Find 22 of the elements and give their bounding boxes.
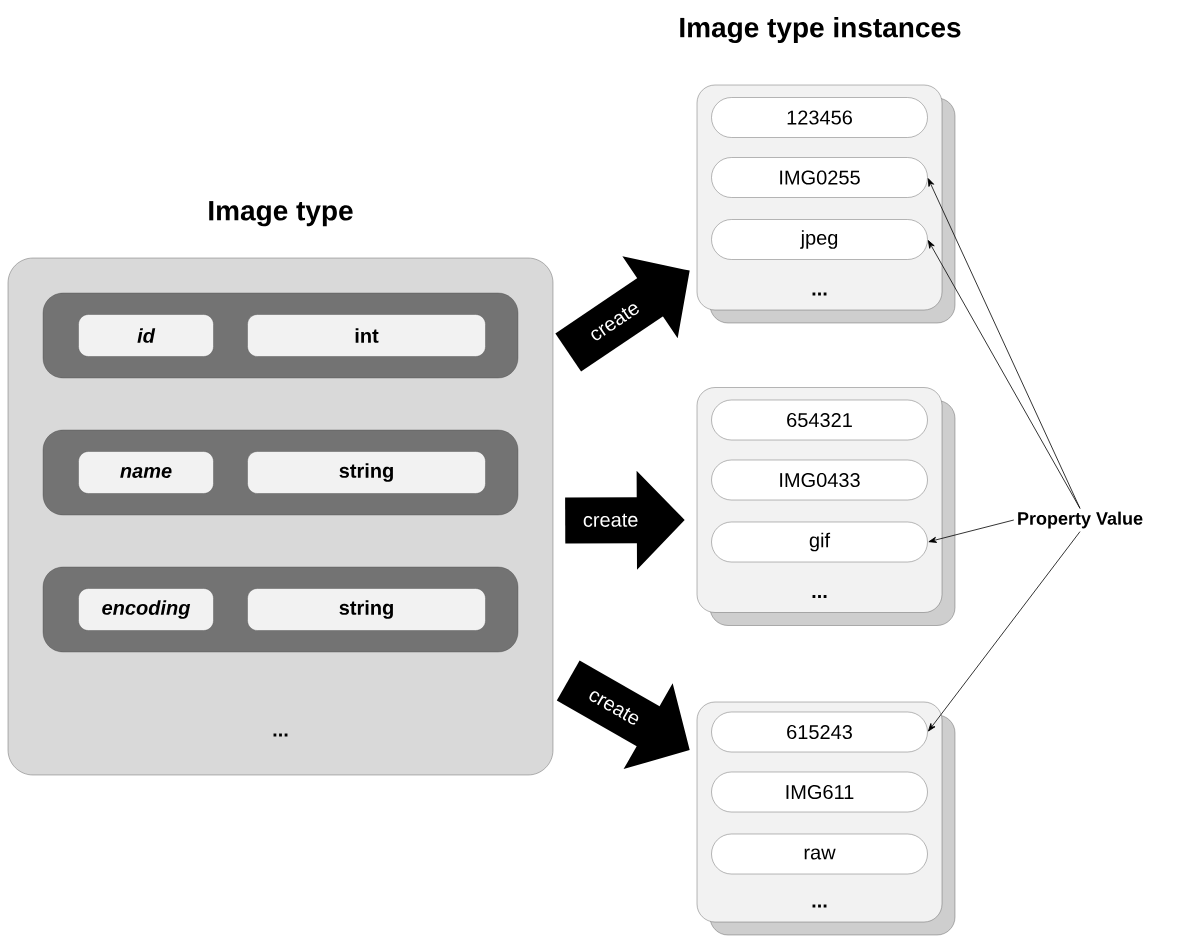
value-pill: gif (711, 521, 928, 563)
arrow (928, 519, 1015, 543)
edge-label: create (583, 513, 638, 527)
value-pill: 123456 (711, 97, 928, 138)
arrow (927, 240, 1081, 509)
heading: Image type (209, 201, 353, 227)
value-pill: jpeg (711, 219, 928, 260)
value-pill: IMG0255 (711, 157, 928, 198)
value-pill: 654321 (711, 399, 928, 441)
value-pill: IMG0433 (711, 459, 928, 501)
arrow (928, 531, 1081, 732)
field-type-box: int (247, 314, 486, 357)
field-name-box: encoding (78, 588, 214, 631)
value-pill: IMG611 (711, 771, 928, 813)
field-type-box: string (247, 588, 486, 631)
callout-text: Property Value (1018, 511, 1143, 529)
field-name-box: name (78, 451, 214, 494)
field-type-box: string (247, 451, 486, 494)
value-pill: raw (711, 833, 928, 875)
field-name-box: id (78, 314, 214, 357)
value-pill: 615243 (711, 711, 928, 753)
heading: Image type instances (680, 16, 961, 44)
